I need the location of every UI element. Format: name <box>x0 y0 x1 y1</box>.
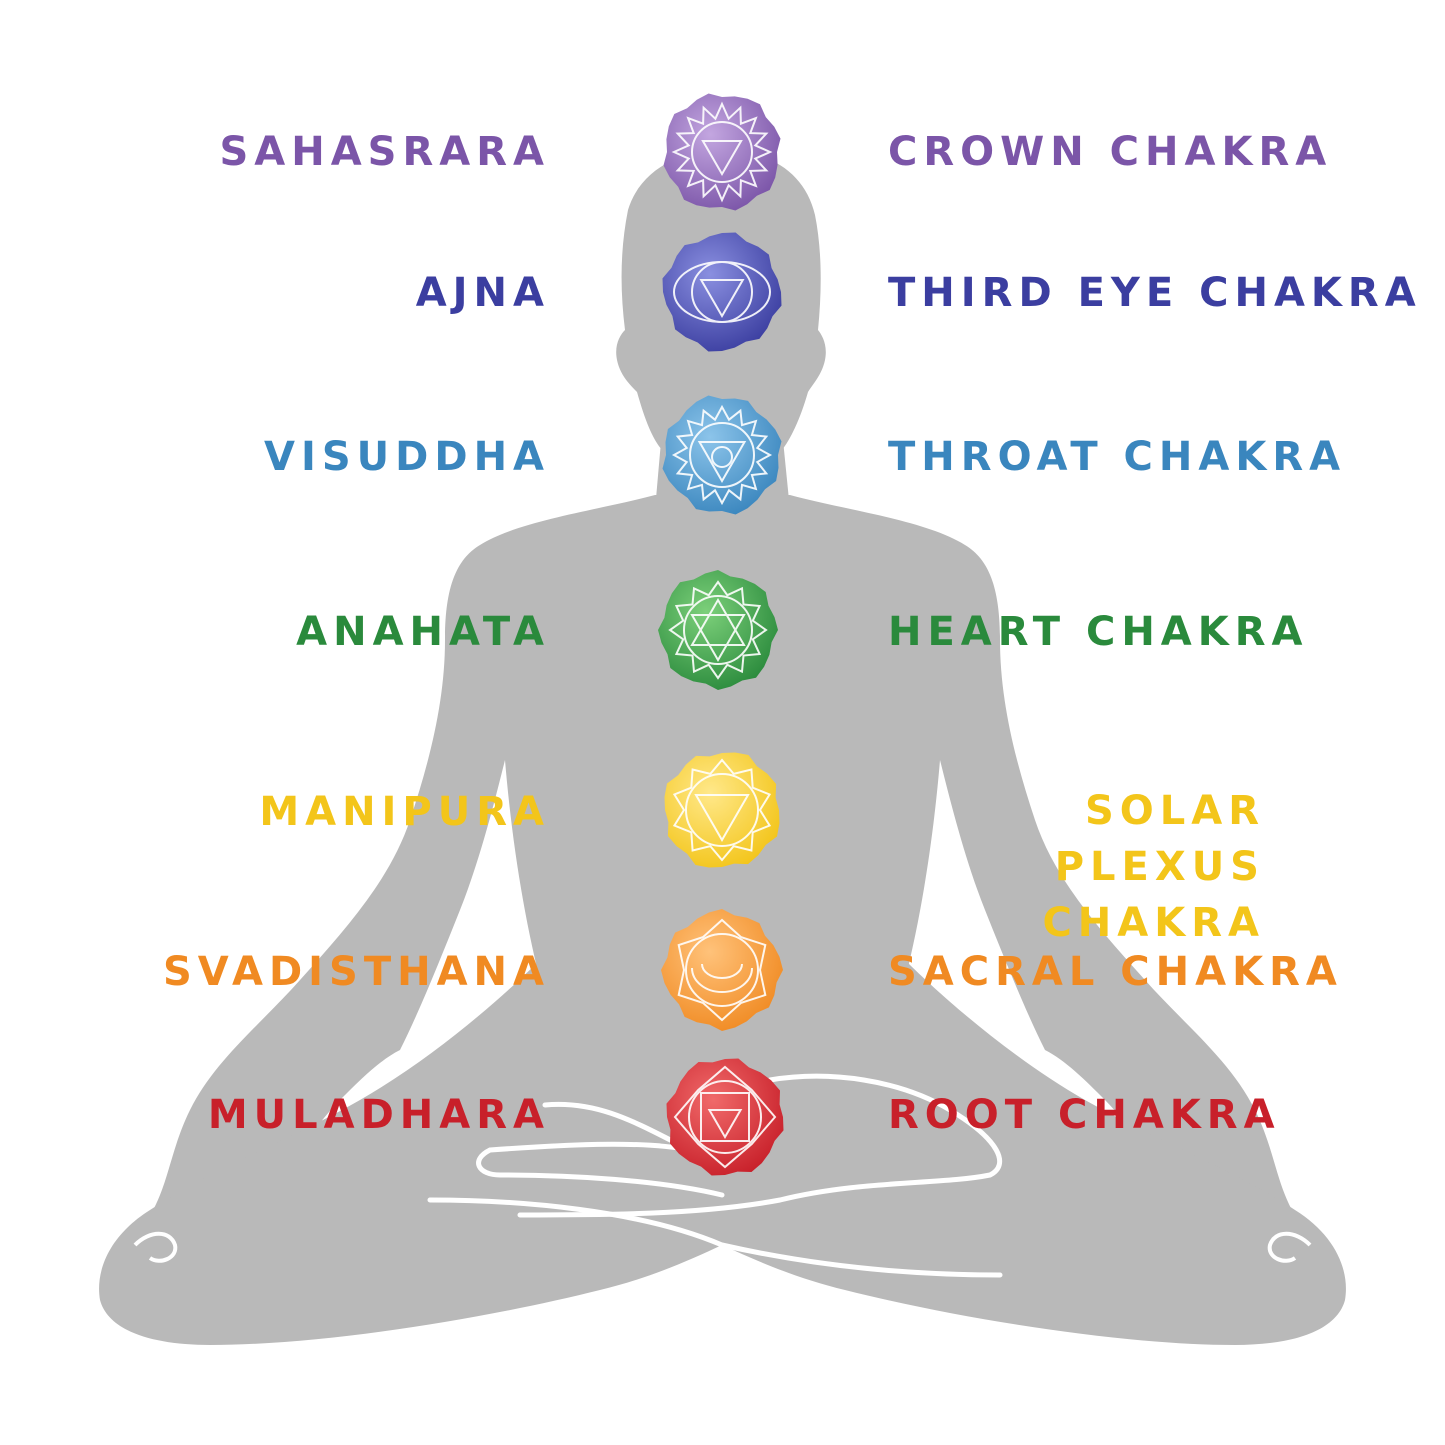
label-sanskrit-ajna: AJNA <box>415 270 550 316</box>
root-circle <box>688 1080 762 1154</box>
heart-circle <box>683 595 753 665</box>
right-leg-line <box>517 1073 1002 1218</box>
label-sanskrit-sahasrara: SAHASRARA <box>219 129 550 175</box>
crown-circle <box>691 121 753 183</box>
throat-circle <box>689 422 755 488</box>
solar-circle <box>685 773 759 847</box>
watercolor-blob <box>658 570 778 690</box>
crossed-leg-line <box>427 1197 1003 1278</box>
symbol-lines <box>677 918 767 1022</box>
solar-plexus-line1: SOLAR PLEXUS <box>1054 788 1265 890</box>
label-sanskrit-svadisthana: SVADISTHANA <box>162 949 550 995</box>
symbol-lines <box>671 101 773 203</box>
root-petals <box>673 1065 777 1169</box>
watercolor-blob <box>663 93 781 211</box>
label-english-heart: HEART CHAKRA <box>888 609 1309 655</box>
left-hand-mudra <box>133 1231 178 1263</box>
heart-triangle-up <box>690 598 746 646</box>
watercolor-blob <box>661 909 783 1031</box>
label-english-crown: CROWN CHAKRA <box>888 129 1333 175</box>
throat-triangle <box>697 441 747 484</box>
solar-plexus-line2: CHAKRA <box>1042 900 1265 946</box>
root-triangle <box>707 1109 743 1139</box>
heart-triangle-down <box>690 614 746 662</box>
crown-petals <box>671 101 773 203</box>
throat-icon <box>662 395 782 515</box>
watercolor-blob <box>664 752 780 868</box>
sacral-crescent-outer <box>691 967 753 993</box>
label-english-sacral: SACRAL CHAKRA <box>888 949 1343 995</box>
label-sanskrit-anahata: ANAHATA <box>296 609 550 655</box>
sacral-petals <box>677 918 767 1022</box>
sacral-icon <box>661 909 783 1031</box>
crown-triangle <box>701 140 743 176</box>
label-sanskrit-muladhara: MULADHARA <box>207 1092 550 1138</box>
throat-petals <box>671 404 773 506</box>
chakra-symbols <box>658 93 784 1176</box>
solar-petals <box>672 758 772 862</box>
symbol-lines <box>672 758 772 862</box>
heart-petals <box>668 580 768 680</box>
symbol-lines <box>668 580 768 680</box>
label-sanskrit-manipura: MANIPURA <box>259 789 550 835</box>
symbol-lines <box>671 404 773 506</box>
right-hand-mudra <box>1267 1231 1312 1263</box>
root-icon <box>666 1058 784 1176</box>
leg-outline-lines <box>427 1073 1003 1278</box>
lotus-icon <box>663 93 781 211</box>
watercolor-blob <box>666 1058 784 1176</box>
throat-inner-circle <box>711 446 733 468</box>
root-square <box>700 1092 750 1142</box>
label-sanskrit-visuddha: VISUDDHA <box>264 434 550 480</box>
label-english-solar-plexus: SOLAR PLEXUS CHAKRA <box>885 783 1265 951</box>
label-english-root: ROOT CHAKRA <box>888 1092 1281 1138</box>
heart-icon <box>658 570 778 690</box>
solar-plexus-icon <box>664 752 780 868</box>
label-english-third-eye: THIRD EYE CHAKRA <box>888 270 1422 316</box>
sacral-circle <box>685 933 759 1007</box>
left-leg-line <box>476 1101 725 1198</box>
third-eye-icon <box>662 232 782 352</box>
symbol-lines <box>673 261 771 323</box>
watercolor-blob <box>662 395 782 515</box>
figure-torso <box>128 495 1317 1256</box>
watercolor-blob <box>662 232 782 352</box>
hand-outlines <box>133 1231 1312 1263</box>
eye-circle <box>691 261 753 323</box>
solar-triangle <box>694 794 750 842</box>
eye-triangle <box>699 279 745 318</box>
sacral-crescent-inner <box>701 963 743 979</box>
label-english-throat: THROAT CHAKRA <box>888 434 1347 480</box>
symbol-lines <box>673 1065 777 1169</box>
